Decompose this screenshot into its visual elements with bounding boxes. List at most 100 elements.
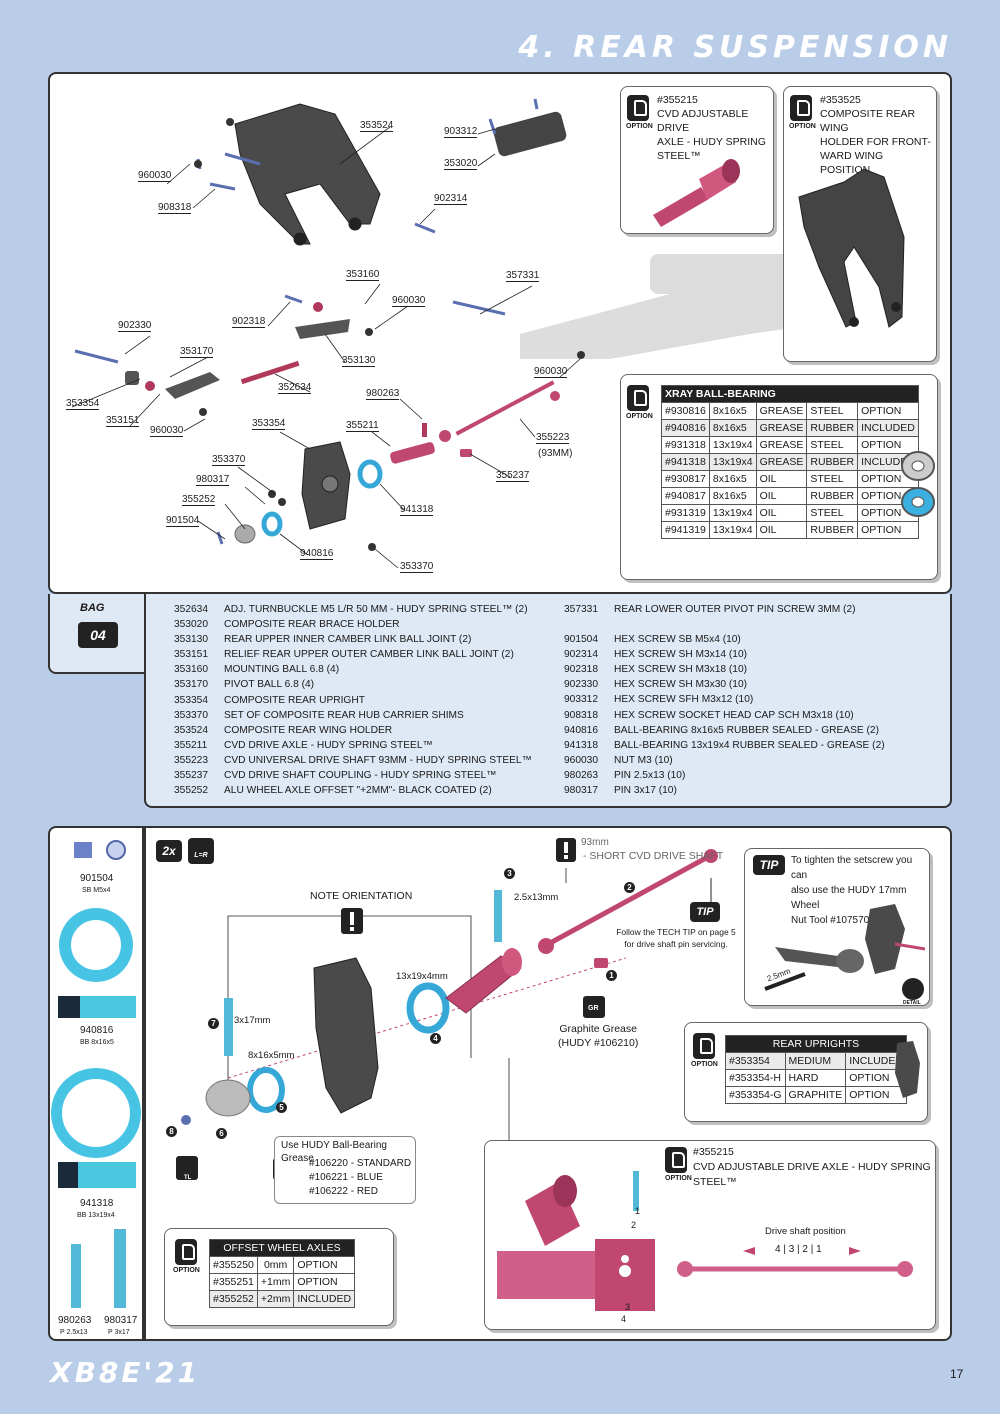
bag-number: 04 bbox=[78, 622, 118, 648]
exploded-view-panel: 353524 903312 353020 960030 908318 90231… bbox=[48, 72, 952, 594]
label-353354-b: 353354 bbox=[252, 418, 286, 430]
step-6: 6 bbox=[216, 1128, 227, 1139]
label-353370-a: 353370 bbox=[212, 454, 246, 466]
label-353524: 353524 bbox=[360, 120, 394, 132]
label-960030-a: 960030 bbox=[138, 170, 172, 182]
label-357331: 357331 bbox=[506, 270, 540, 282]
sidebar-code-980317: 980317 bbox=[104, 1315, 138, 1326]
pin-2-5x13-label: 2.5x13mm bbox=[514, 892, 559, 903]
cvd-axle-detail-image bbox=[497, 1171, 913, 1311]
graphite-grease-icon: GR bbox=[588, 1005, 599, 1012]
tip-box: TIP To tighten the setscrew you can also… bbox=[744, 848, 930, 1006]
step-8: 8 bbox=[166, 1126, 177, 1137]
option-tag: OPTION bbox=[789, 123, 816, 130]
thumbs-up-icon bbox=[693, 1033, 715, 1059]
graphite-grease-text: Graphite Grease (HUDY #106210) bbox=[558, 1023, 639, 1049]
wing-holder-image bbox=[798, 168, 905, 328]
thumbs-up-icon bbox=[175, 1239, 197, 1265]
sidebar-code-940816: 940816 bbox=[80, 1025, 114, 1036]
upright-thumbnail bbox=[895, 1041, 920, 1098]
bag-tab: BAG 04 bbox=[48, 594, 146, 674]
page-number: 17 bbox=[950, 1367, 964, 1381]
assembly-panel: 2x L=R bbox=[144, 826, 952, 1341]
cvd-option-box: OPTION #355215 CVD ADJUSTABLE DRIVE AXLE… bbox=[484, 1140, 936, 1330]
label-941318: 941318 bbox=[400, 504, 434, 516]
sidebar-code-980263: 980263 bbox=[58, 1315, 92, 1326]
bearing-8x16x5-label: 8x16x5mm bbox=[248, 1050, 295, 1061]
bearing-icons bbox=[901, 451, 935, 517]
label-353354-a: 353354 bbox=[66, 398, 100, 410]
option-box-355215: OPTION #355215 CVD ADJUSTABLE DRIVE AXLE… bbox=[620, 86, 774, 234]
step-5: 5 bbox=[276, 1102, 287, 1113]
position-2-label: 2 bbox=[631, 1220, 637, 1230]
thumbs-up-icon bbox=[627, 95, 649, 121]
sidebar-code-941318: 941318 bbox=[80, 1198, 114, 1209]
page-title: 4. REAR SUSPENSION bbox=[518, 30, 952, 65]
label-980317: 980317 bbox=[196, 474, 230, 486]
option-tag: OPTION bbox=[691, 1061, 718, 1068]
label-960030-d: 960030 bbox=[150, 425, 184, 437]
threadlock-icon: TL bbox=[184, 1175, 192, 1181]
label-903312: 903312 bbox=[444, 126, 478, 138]
label-908318: 908318 bbox=[158, 202, 192, 214]
label-902314: 902314 bbox=[434, 193, 468, 205]
step-3: 3 bbox=[504, 868, 515, 879]
option-box-353525: OPTION #353525 COMPOSITE REAR WING HOLDE… bbox=[783, 86, 937, 362]
step-2: 2 bbox=[624, 882, 635, 893]
bearing-13x19x4-label: 13x19x4mm bbox=[396, 971, 448, 982]
label-960030-b: 960030 bbox=[392, 295, 426, 307]
position-4-label: 4 bbox=[621, 1314, 627, 1324]
sidebar-desc-940816: BB 8x16x5 bbox=[80, 1039, 114, 1046]
sidebar-desc-941318: BB 13x19x4 bbox=[77, 1212, 115, 1219]
label-940816: 940816 bbox=[300, 548, 334, 560]
cvd-option-text: #355215 CVD ADJUSTABLE DRIVE AXLE - HUDY… bbox=[693, 1146, 931, 1188]
parts-scale-sidebar: 901504 SB M5x4 940816 BB 8x16x5 941318 B… bbox=[48, 826, 144, 1341]
tip-badge: TIP bbox=[753, 855, 785, 875]
step-7: 7 bbox=[208, 1018, 219, 1029]
label-353160: 353160 bbox=[346, 269, 380, 281]
wheel-nut-tool-image bbox=[764, 904, 926, 1000]
tip-badge: TIP bbox=[690, 902, 720, 922]
label-901504: 901504 bbox=[166, 515, 200, 527]
note-orientation-label: NOTE ORIENTATION bbox=[310, 890, 413, 902]
uprights-table-title: REAR UPRIGHTS bbox=[725, 1035, 907, 1053]
quantity-badge: 2x bbox=[156, 840, 182, 862]
label-355252: 355252 bbox=[182, 494, 216, 506]
bb-grease-box: Use HUDY Ball-Bearing Grease GR #106220 … bbox=[274, 1136, 416, 1204]
grease-icon: GR bbox=[279, 1168, 290, 1175]
left-right-badge: L=R bbox=[188, 838, 214, 864]
option-tag: OPTION bbox=[173, 1267, 200, 1274]
label-352634: 352634 bbox=[278, 382, 312, 394]
cvd-axle-image bbox=[653, 159, 740, 227]
step-4: 4 bbox=[430, 1033, 441, 1044]
sidebar-code-901504: 901504 bbox=[80, 873, 114, 884]
thumbs-up-icon bbox=[627, 385, 649, 411]
